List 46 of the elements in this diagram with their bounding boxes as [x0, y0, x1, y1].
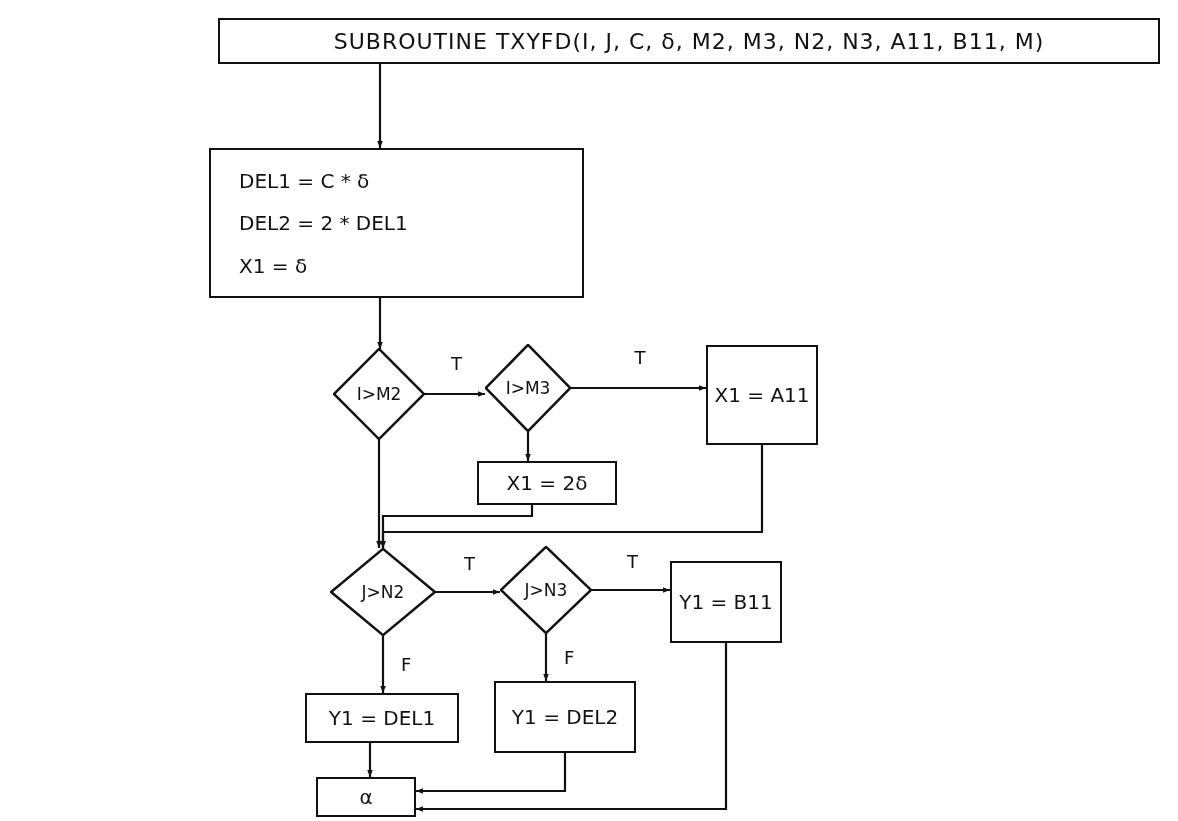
assignment-text: DEL1 = C * δ — [239, 168, 370, 193]
decision-diamond — [500, 546, 592, 634]
process-box — [706, 345, 818, 445]
condition-text: J>N2 — [361, 582, 405, 602]
assignment-text: α — [359, 785, 373, 809]
decision-diamond — [485, 344, 571, 432]
decision-diamond — [330, 548, 436, 636]
process-box — [494, 681, 636, 753]
assignment-text: Y1 = DEL1 — [328, 706, 436, 730]
edge-label: T — [449, 355, 464, 373]
edge-label: F — [562, 648, 577, 667]
assignment-text: X1 = 2δ — [506, 471, 588, 495]
flow-arrow — [367, 743, 373, 777]
flow-arrow — [571, 385, 706, 391]
assignment-text: Y1 = B11 — [679, 590, 773, 614]
flow-arrow — [436, 589, 500, 595]
flow-arrow — [377, 298, 383, 349]
condition-text: I>M2 — [356, 384, 402, 404]
assignment-text: X1 = A11 — [714, 383, 810, 407]
condition-text: I>M3 — [505, 378, 551, 398]
flow-arrow — [376, 440, 382, 548]
process-box — [316, 777, 416, 817]
flow-arrow — [525, 432, 531, 461]
assignment-text: X1 = δ — [239, 253, 308, 278]
edge-label: F — [399, 655, 414, 674]
process-box — [209, 148, 584, 298]
subroutine-signature: SUBROUTINE TXYFD(I, J, C, δ, M2, M3, N2, N3, A11, B11, M) — [333, 28, 1045, 54]
flow-arrow — [592, 587, 670, 593]
flow-arrow — [380, 445, 764, 548]
process-box — [670, 561, 782, 643]
flow-arrow — [425, 391, 485, 397]
process-box — [305, 693, 459, 743]
flow-arrow — [543, 634, 549, 681]
edge-label: T — [632, 349, 648, 367]
flow-arrow — [416, 643, 728, 812]
condition-text: J>N3 — [524, 580, 568, 600]
flow-arrow — [380, 636, 386, 693]
edge-label: T — [462, 555, 477, 573]
flow-arrow — [377, 64, 383, 148]
subroutine-header-box — [218, 18, 1160, 64]
assignment-text: Y1 = DEL2 — [511, 705, 619, 729]
flow-arrow — [416, 753, 567, 794]
decision-diamond — [333, 348, 425, 440]
process-box — [477, 461, 617, 505]
edge-label: T — [625, 553, 640, 571]
assignment-text: DEL2 = 2 * DEL1 — [239, 211, 408, 235]
